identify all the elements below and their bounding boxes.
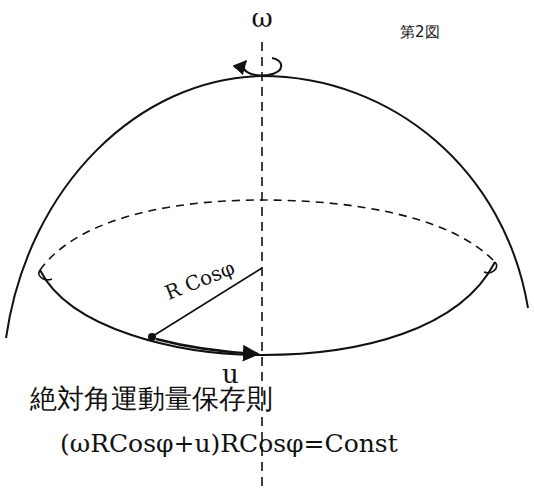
rotation-symbol — [243, 58, 281, 75]
radius-label: R Cosφ — [162, 256, 238, 304]
conservation-formula: (ωRCosφ+u)RCosφ=Const — [60, 430, 398, 458]
rotation-axis — [261, 42, 263, 488]
omega-symbol: ω — [251, 4, 272, 33]
figure-number: 第2図 — [400, 24, 440, 41]
air-parcel-dot — [148, 333, 156, 341]
law-title: 絶対角運動量保存則 — [30, 384, 273, 414]
hemisphere-outline — [6, 76, 528, 338]
outline-curl — [39, 270, 52, 280]
outline-curl — [484, 262, 497, 273]
velocity-arrow — [156, 339, 258, 354]
latitude-circle-back — [40, 200, 495, 270]
latitude-circle-front — [40, 262, 495, 355]
